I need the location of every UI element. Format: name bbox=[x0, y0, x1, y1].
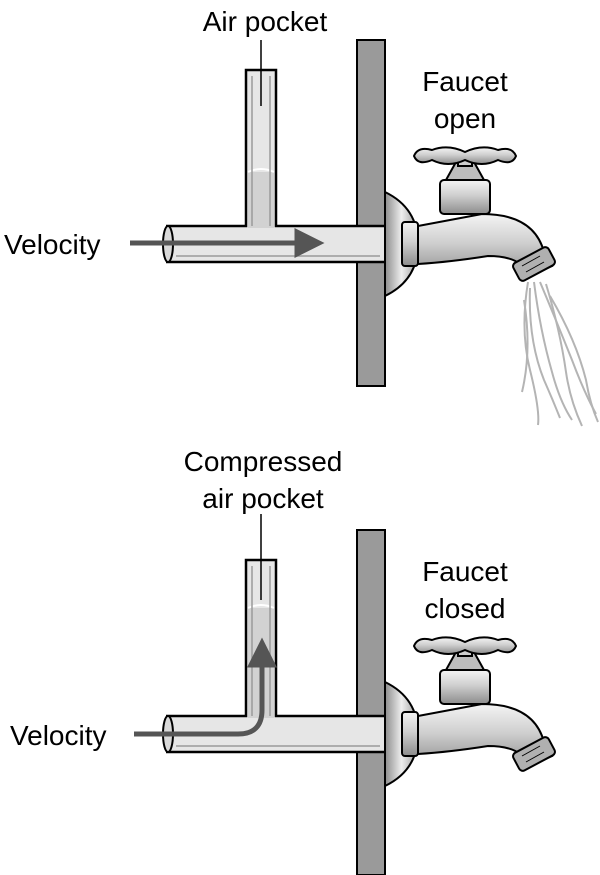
faucet-open-label-line2: open bbox=[434, 103, 496, 134]
faucet-closed bbox=[384, 636, 556, 788]
top-panel: Air pocket Faucet open Velocity bbox=[4, 6, 599, 427]
pipe bbox=[162, 68, 384, 264]
velocity-label-bottom: Velocity bbox=[10, 720, 107, 751]
water-stream bbox=[521, 281, 599, 427]
velocity-arrow bbox=[134, 637, 277, 737]
wall bbox=[356, 529, 386, 875]
bottom-panel: Compressed air pocket Faucet closed Velo… bbox=[10, 446, 556, 875]
faucet-closed-label-line2: closed bbox=[425, 593, 506, 624]
air-pocket-label: Air pocket bbox=[203, 6, 328, 37]
faucet-open bbox=[384, 146, 556, 298]
faucet-open-label-line1: Faucet bbox=[422, 66, 508, 97]
wall bbox=[356, 39, 386, 387]
faucet-closed-label-line1: Faucet bbox=[422, 556, 508, 587]
pipe bbox=[162, 558, 384, 754]
compressed-air-label-line2: air pocket bbox=[202, 483, 324, 514]
compressed-air-label-line1: Compressed bbox=[184, 446, 343, 477]
velocity-label-top: Velocity bbox=[4, 229, 101, 260]
